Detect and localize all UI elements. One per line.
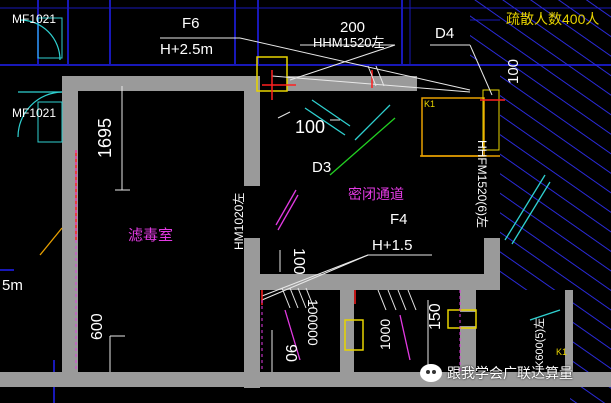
room-label-decontamination: 滤毒室 <box>128 227 174 244</box>
dimension-100000: 100000 <box>305 299 321 346</box>
marker-k1-b: K1 <box>556 347 568 357</box>
vent-label-d4: D4 <box>435 25 455 42</box>
dimension-100-c: 100 <box>290 248 307 275</box>
wechat-icon <box>420 364 442 382</box>
door-label-hhfm1520: HHFM1520(6)左 <box>475 140 489 229</box>
vent-elevation-f6: H+2.5m <box>160 41 213 58</box>
door-swings <box>17 19 63 138</box>
room-label-airtight-corridor: 密闭通道 <box>348 186 404 202</box>
door-frames <box>256 56 500 351</box>
left-door-leaf <box>37 17 63 143</box>
vent-label-d3: D3 <box>312 159 332 176</box>
vent-label-f6: F6 <box>182 15 200 32</box>
left-dimension-5m: 5m <box>2 277 23 294</box>
dimension-1695: 1695 <box>95 117 115 158</box>
dimension-06: 06 <box>284 344 301 362</box>
door-label-mf1021-mid: MF1021 <box>12 106 57 120</box>
dimension-600: 600 <box>89 313 106 340</box>
door-label-hhm1520: HHM1520左 <box>313 35 385 50</box>
dimension-100-b: 100 <box>295 117 326 137</box>
dimension-1000: 1000 <box>377 318 393 350</box>
door-label-mf1021-top: MF1021 <box>12 12 57 26</box>
hatched-region <box>470 0 611 403</box>
hash-marks <box>281 65 417 311</box>
watermark: 跟我学会广联达算量 <box>420 360 573 386</box>
dashed-lines <box>75 150 461 372</box>
door-label-hm1020: HM1020左 <box>232 192 246 250</box>
dimension-lines <box>109 37 493 372</box>
marker-k1-a: K1 <box>424 99 436 109</box>
dimension-100-a: 100 <box>505 58 522 84</box>
watermark-text: 跟我学会广联达算量 <box>447 366 573 382</box>
pipe-diagonals <box>39 99 561 361</box>
walls <box>0 76 611 388</box>
vent-elevation-f4: H+1.5 <box>372 237 413 254</box>
vent-label-f4: F4 <box>390 211 408 228</box>
evacuation-count-label: 疏散人数400人 <box>506 11 600 27</box>
dimension-200: 200 <box>340 19 366 36</box>
dimension-150: 150 <box>427 303 444 330</box>
